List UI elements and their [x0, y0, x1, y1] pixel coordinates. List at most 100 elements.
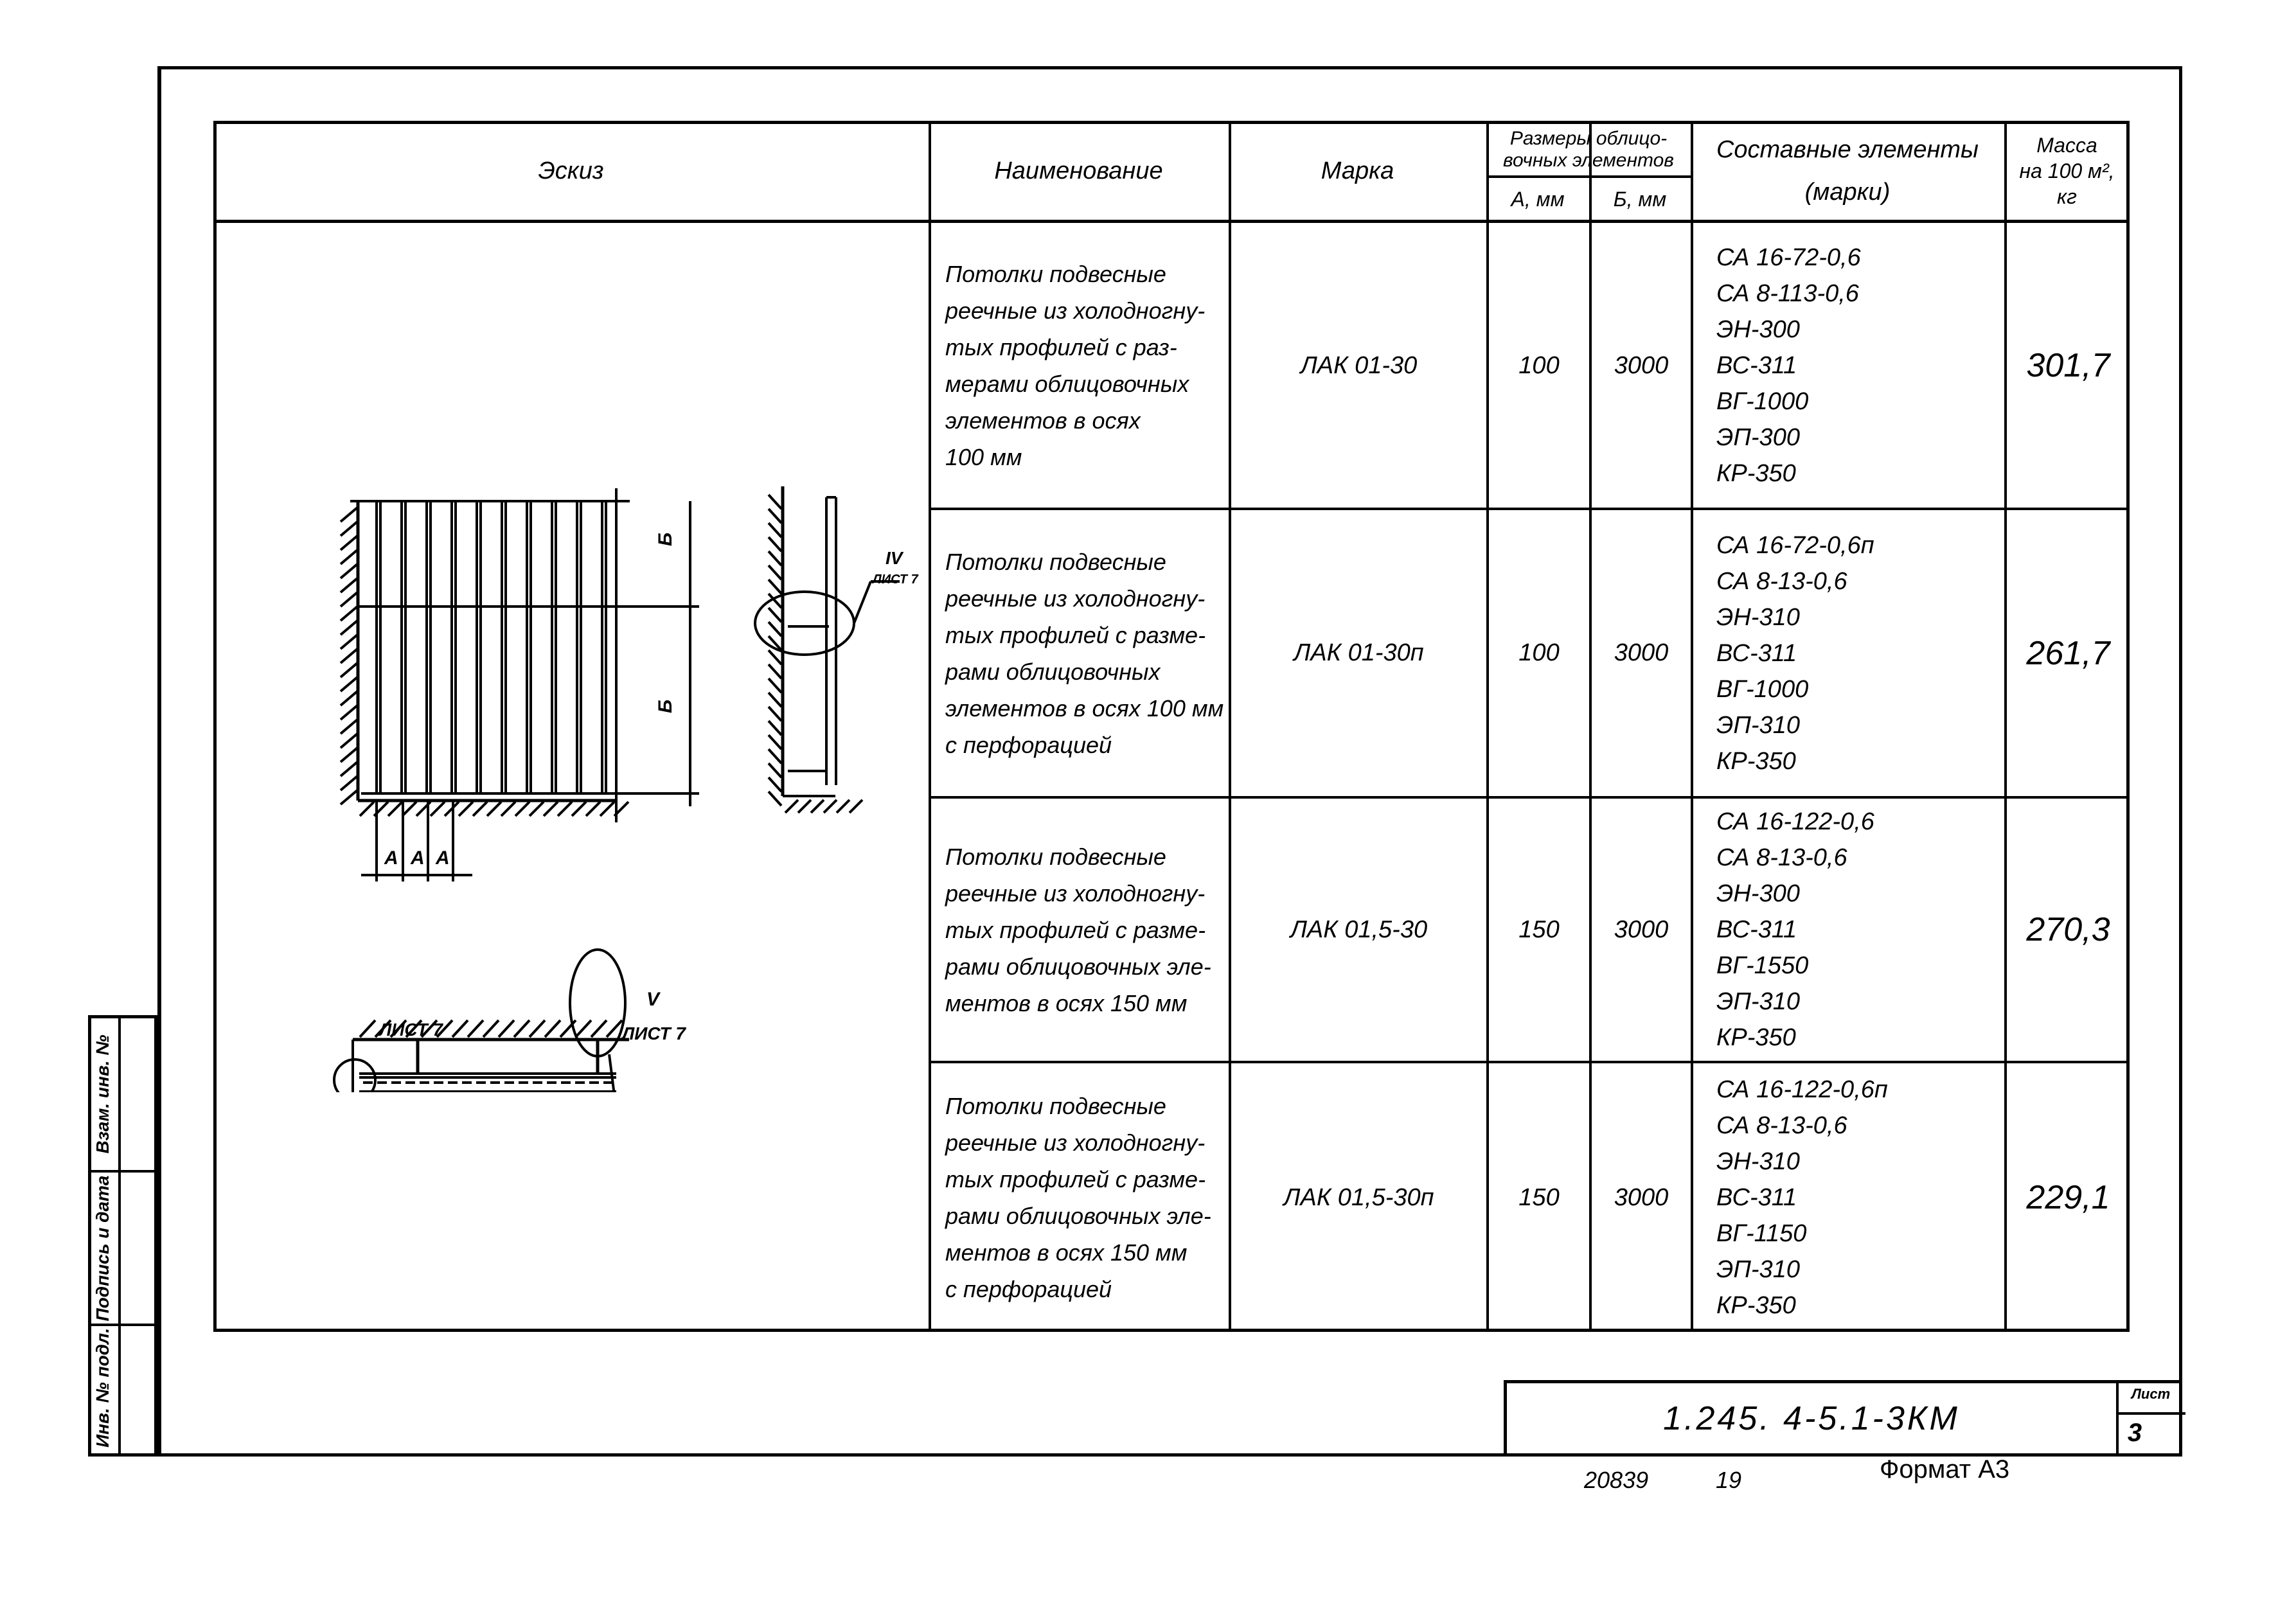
name-line: рами облицовочных эле- [945, 953, 1211, 980]
mass-value: 229,1 [2026, 1179, 2110, 1216]
sketch-line [339, 591, 359, 608]
mark-cell: ЛАК 01,5-30 [1231, 799, 1486, 1061]
table-rule [929, 1061, 2130, 1063]
sketch-line [339, 648, 359, 664]
sketch-line [339, 718, 359, 735]
sketch-line [339, 690, 359, 707]
name-line: мерами облицовочных [945, 371, 1189, 397]
mass-value: 261,7 [2026, 634, 2110, 672]
header-b: Б, мм [1589, 177, 1691, 221]
sketch-line [544, 1019, 562, 1038]
size-b-cell: 3000 [1592, 224, 1691, 508]
header-mass-line3: кг [2057, 185, 2077, 208]
table-rule [1589, 121, 1592, 1332]
sketch-line [556, 801, 573, 817]
mass-cell: 301,7 [2007, 224, 2130, 508]
element-item: ЭН-300 [1716, 880, 1800, 907]
sketch-line [823, 799, 838, 814]
element-item: СА 8-13-0,6 [1716, 844, 1847, 871]
sketch-line [451, 1019, 469, 1038]
mass-cell: 229,1 [2007, 1063, 2130, 1332]
sketch-line [436, 1019, 454, 1038]
sketch-line [405, 1019, 423, 1038]
sketch-line [853, 581, 872, 624]
name-line: Потолки подвесные [945, 1093, 1166, 1119]
header-sketch-label: Эскиз [538, 157, 604, 184]
sketch-line [420, 1019, 438, 1038]
name-line: Потолки подвесные [945, 261, 1166, 287]
size-b-cell-value: 3000 [1614, 351, 1669, 379]
element-item: ВС-311 [1716, 639, 1797, 667]
sketch-line [810, 799, 825, 814]
table-rule [2004, 121, 2007, 1332]
element-item: СА 8-13-0,6 [1716, 567, 1847, 595]
sketch-line [514, 801, 531, 817]
sketch-line [528, 801, 545, 817]
size-b-cell: 3000 [1592, 799, 1691, 1061]
size-a-cell-value: 150 [1518, 1183, 1560, 1211]
table-rule [1691, 121, 1693, 1332]
sketch-line [482, 1019, 500, 1038]
callout-v-sheet: ЛИСТ 7 [621, 1023, 686, 1043]
side-stamp: Взам. инв. № Подпись и дата Инв. № подл. [88, 1015, 157, 1457]
table-rule [929, 121, 931, 1332]
header-sizes-line1: Размеры облицо- [1509, 127, 1668, 149]
sketch-line [339, 789, 359, 806]
sketch-line [339, 662, 359, 678]
sketch-line [542, 801, 559, 817]
element-item: ЭП-310 [1716, 1256, 1800, 1283]
sketch-line [339, 619, 359, 636]
sketch-line [339, 577, 359, 594]
sketch-line [767, 734, 783, 750]
sketch-line [339, 549, 359, 565]
element-item: СА 8-113-0,6 [1716, 280, 1859, 307]
sketch-line [339, 704, 359, 721]
dim-b-label-2: Б [655, 700, 676, 713]
sketch-line [500, 801, 517, 817]
table-rule [929, 508, 2130, 510]
sketch-line [767, 592, 783, 609]
name-line: реечные из холодногну- [945, 880, 1206, 907]
sketch-line [767, 508, 783, 524]
stamp-inv-orig: Инв. № подл. [93, 1327, 112, 1448]
element-item: ВГ-1150 [1716, 1220, 1807, 1247]
sketch-line [590, 1019, 608, 1038]
dim-a-label-3: А [435, 847, 450, 869]
size-a-cell: 150 [1489, 799, 1589, 1061]
element-item: ЭП-310 [1716, 988, 1800, 1015]
mass-cell: 270,3 [2007, 799, 2130, 1061]
sketch-line [585, 801, 601, 817]
sketch-line [767, 522, 783, 538]
table-rule [1486, 175, 1691, 178]
name-line: Потолки подвесные [945, 843, 1166, 870]
element-item: СА 16-122-0,6п [1716, 1076, 1888, 1103]
sketch-line [767, 649, 783, 666]
name-line: тых профилей с разме- [945, 621, 1206, 648]
title-block: 1.245. 4-5.1-3КМ Лист 3 [1504, 1380, 2185, 1457]
sketch-line [339, 761, 359, 777]
element-item: ВС-311 [1716, 916, 1797, 943]
table-rule [929, 796, 2130, 799]
size-a-cell: 100 [1489, 510, 1589, 796]
element-item: ВС-311 [1716, 1184, 1797, 1211]
header-mass-line2: на 100 м², [2019, 159, 2115, 182]
name-line: с перфорацией [945, 731, 1112, 758]
sketch-line [339, 563, 359, 580]
header-mass-line1: Масса [2036, 134, 2097, 157]
name-line: реечные из холодногну- [945, 1129, 1206, 1156]
sketch-line [835, 799, 851, 814]
sketch-line [784, 799, 799, 814]
element-item: КР-350 [1716, 1024, 1796, 1051]
callout-circle-v [569, 948, 627, 1058]
table-rule [213, 220, 2130, 223]
dim-a-label-1: А [384, 847, 398, 869]
sketch-line [767, 578, 783, 595]
sketch-line [767, 790, 783, 807]
sketch-line [389, 1019, 407, 1038]
element-item: КР-350 [1716, 747, 1796, 775]
mark-cell-value: ЛАК 01,5-30п [1283, 1183, 1434, 1211]
sketch-line [429, 801, 446, 817]
